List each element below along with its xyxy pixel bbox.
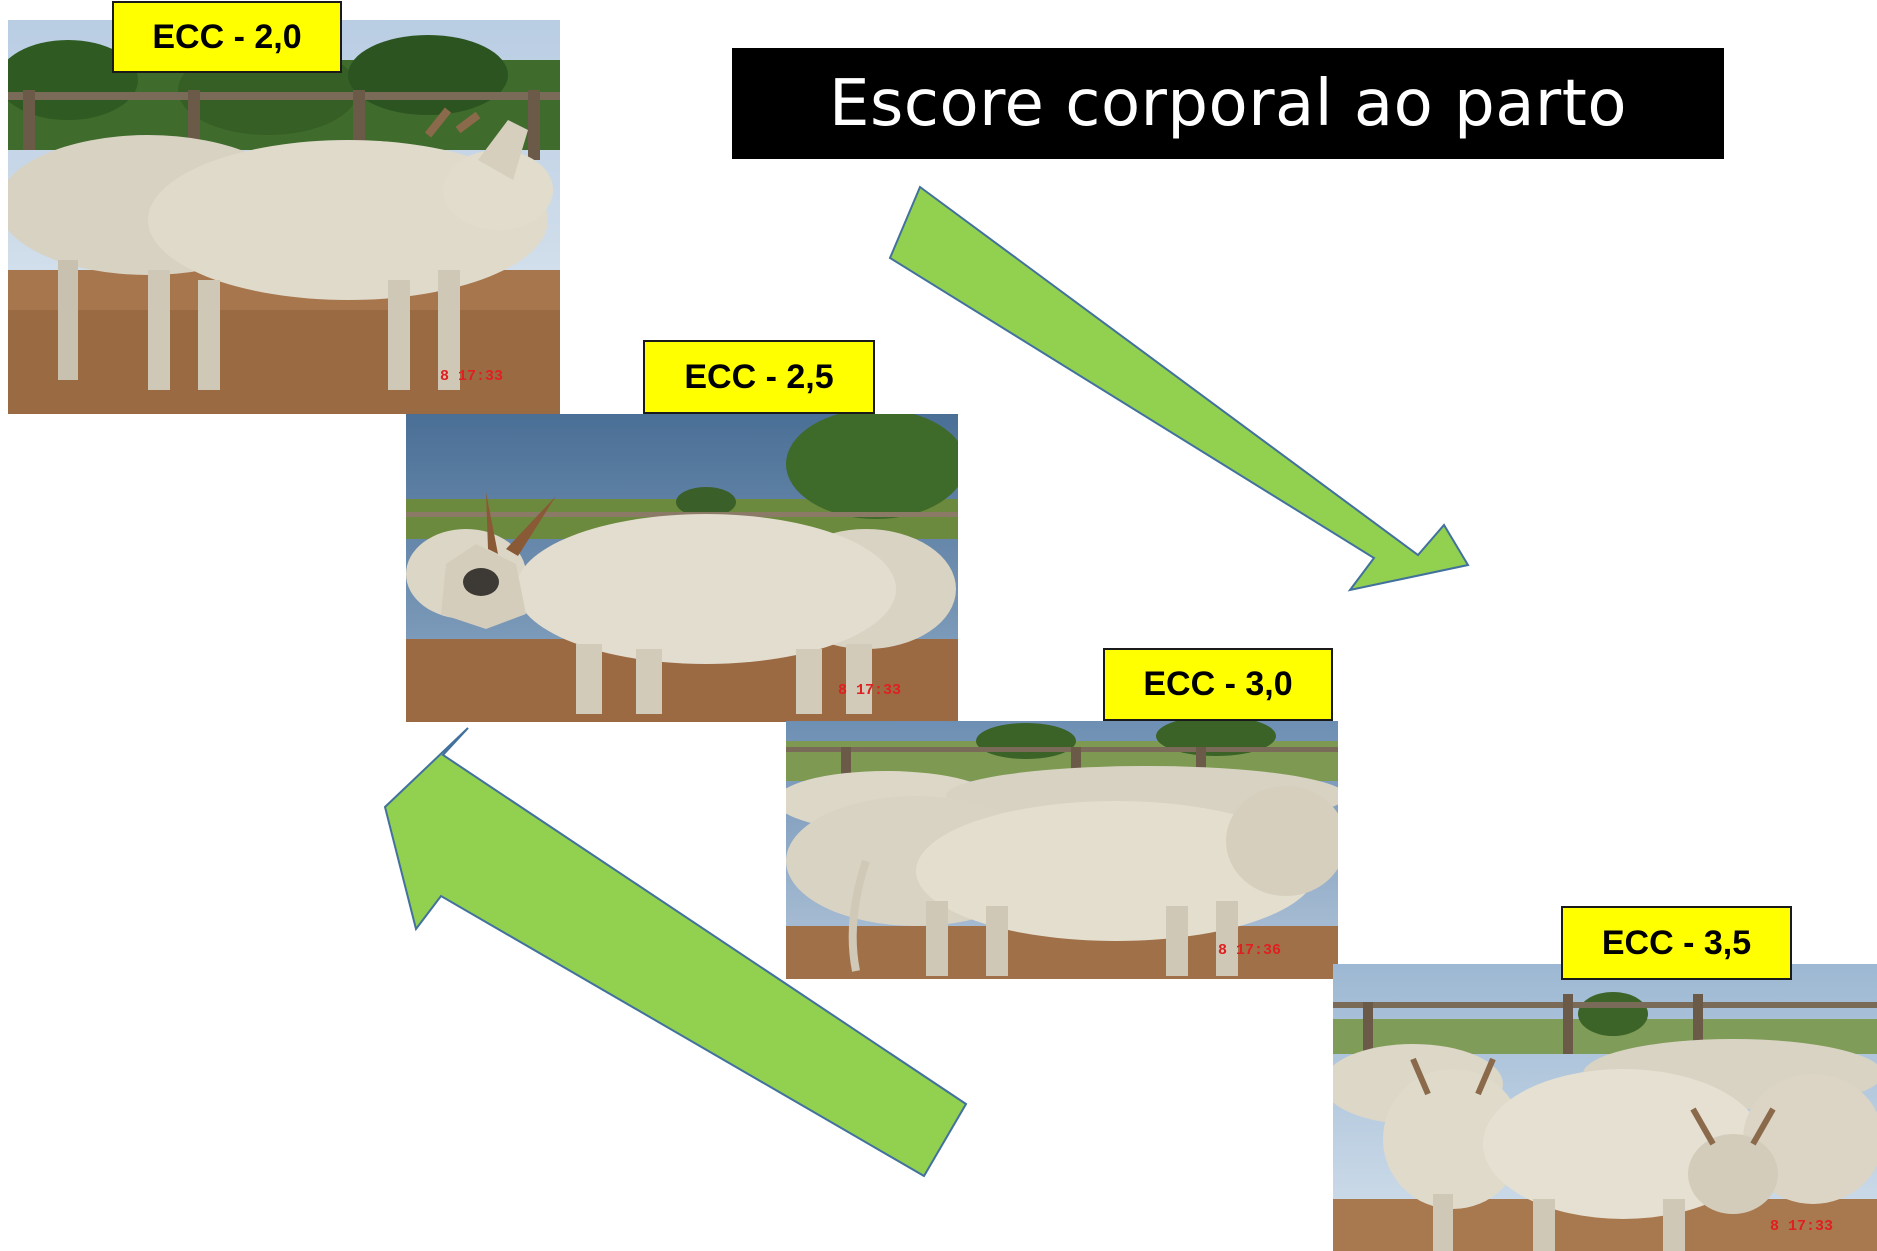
down-arrow [888,185,1470,592]
cattle-photo-ecc-2-0 [8,20,560,414]
up-arrow [383,727,968,1178]
cattle-photo-ecc-2-5 [406,414,958,722]
ecc-label-3-0: ECC - 3,0 [1103,648,1333,721]
photo-timestamp: 8 17:33 [838,682,902,699]
photo-timestamp: 8 17:33 [1770,1218,1834,1235]
ecc-label-2-0: ECC - 2,0 [112,1,342,73]
photo-timestamp: 8 17:36 [1218,942,1282,959]
cattle-photo-ecc-3-0 [786,721,1338,979]
photo-timestamp: 8 17:33 [440,368,504,385]
ecc-label-3-5: ECC - 3,5 [1561,906,1792,980]
ecc-label-2-5: ECC - 2,5 [643,340,875,414]
slide-title: Escore corporal ao parto [732,48,1724,159]
cattle-photo-ecc-3-5 [1333,964,1877,1251]
